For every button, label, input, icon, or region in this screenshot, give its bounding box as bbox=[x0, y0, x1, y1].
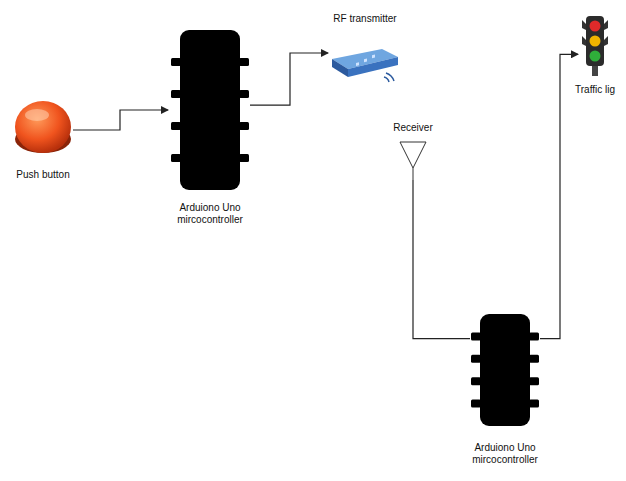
microcontroller-chip bbox=[170, 30, 250, 190]
node-label: Push button bbox=[13, 169, 73, 181]
microcontroller-box: Arduiono Uno mircocontroller bbox=[470, 314, 540, 426]
node-label: Receiver bbox=[383, 122, 443, 134]
microcontroller-chip bbox=[470, 314, 540, 426]
push-button-icon bbox=[13, 97, 73, 157]
node-label: RF transmitter bbox=[330, 13, 400, 25]
rf-transmitter: RF transmitter bbox=[330, 45, 400, 85]
traffic-light: Traffic lig bbox=[580, 14, 610, 76]
push-button: Push button bbox=[13, 97, 73, 157]
traffic-light-icon bbox=[580, 14, 610, 76]
node-label: Arduiono Uno mircocontroller bbox=[460, 442, 550, 466]
connector bbox=[250, 53, 328, 105]
connector bbox=[73, 110, 168, 130]
node-label: Traffic lig bbox=[575, 84, 615, 96]
antenna-symbol bbox=[398, 140, 428, 180]
connector bbox=[413, 180, 470, 339]
receiver-antenna: Receiver bbox=[398, 140, 428, 180]
connector bbox=[540, 54, 578, 338]
rf-transmitter-icon bbox=[330, 45, 400, 85]
node-label: Arduiono Uno mircocontroller bbox=[165, 202, 255, 226]
microcontroller-box: Arduiono Uno mircocontroller bbox=[170, 30, 250, 190]
